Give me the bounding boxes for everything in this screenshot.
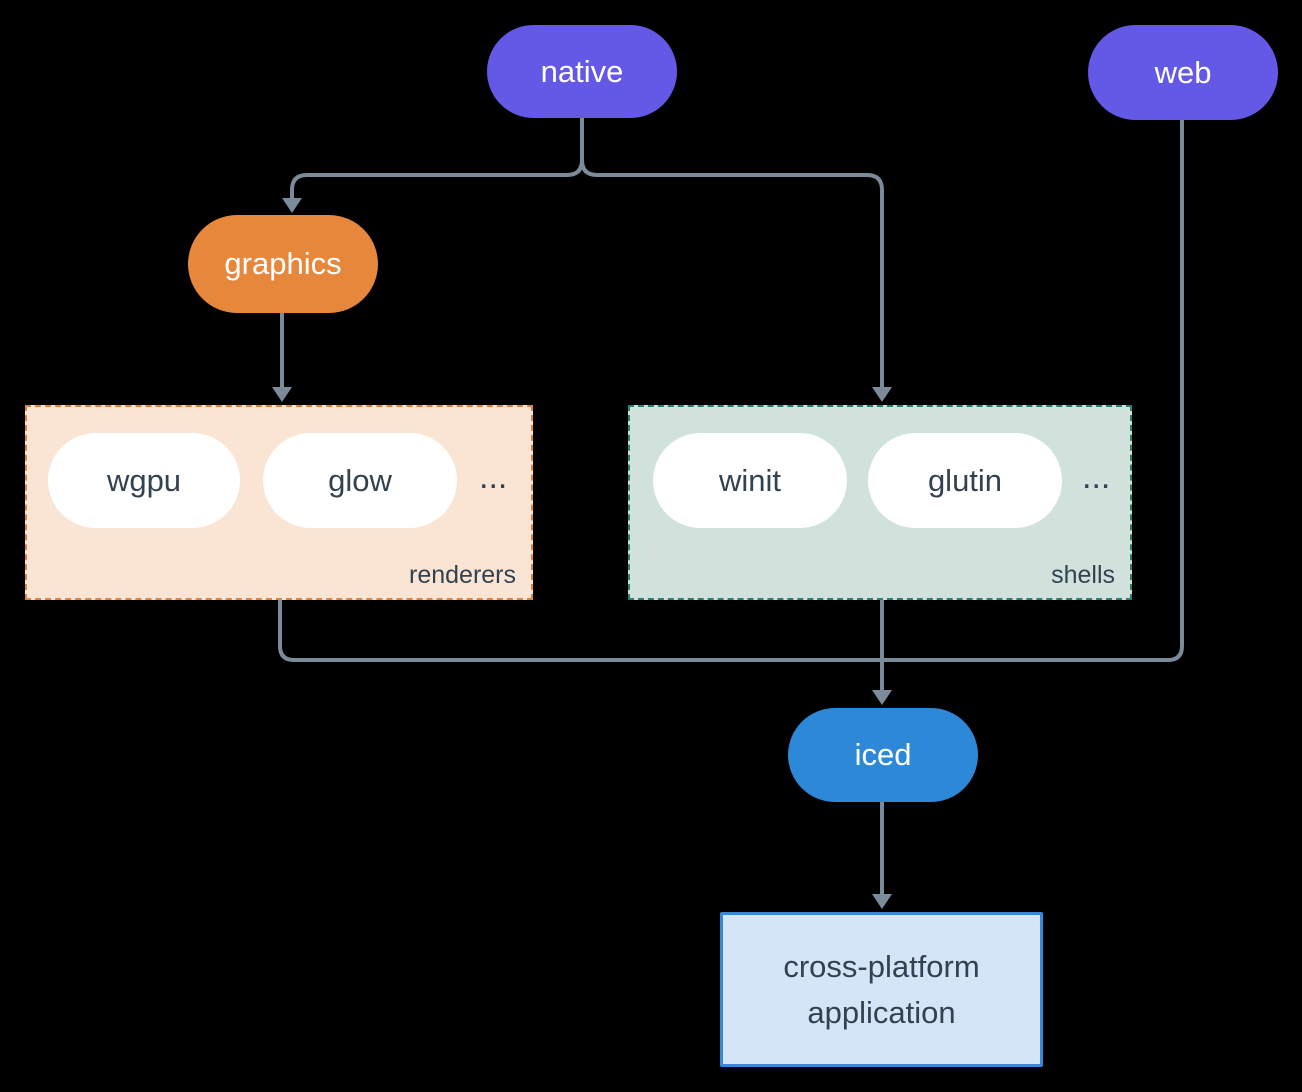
node-glow: glow: [263, 433, 457, 528]
group-shells: winit glutin ... shells: [628, 405, 1132, 600]
node-wgpu-label: wgpu: [106, 462, 182, 498]
node-iced: iced: [788, 708, 978, 802]
group-renderers: wgpu glow ... renderers: [25, 405, 533, 600]
node-glutin: glutin: [868, 433, 1062, 528]
arrowhead-iced: [872, 690, 892, 705]
renderers-group-label: renderers: [409, 561, 516, 589]
renderers-ellipsis: ...: [479, 458, 508, 496]
node-winit-label: winit: [718, 462, 781, 498]
node-graphics-label: graphics: [224, 246, 342, 281]
edge-native-to-shells: [580, 118, 884, 388]
node-glutin-label: glutin: [927, 462, 1003, 498]
node-graphics: graphics: [188, 215, 378, 313]
node-native-label: native: [540, 53, 624, 89]
arrowhead-renderers: [272, 387, 292, 402]
shells-ellipsis: ...: [1082, 458, 1111, 496]
application-label-line2: application: [807, 994, 956, 1030]
application-label-line1: cross-platform: [783, 948, 980, 984]
node-iced-label: iced: [854, 737, 912, 772]
node-wgpu: wgpu: [48, 433, 240, 528]
shells-group-label: shells: [1051, 561, 1115, 589]
node-native: native: [487, 25, 677, 118]
node-web-label: web: [1154, 54, 1212, 90]
edge-renderers-to-merge: [278, 600, 882, 662]
arrowhead-graphics: [282, 198, 302, 213]
edge-native-to-graphics: [290, 118, 584, 199]
arrowhead-application: [872, 894, 892, 909]
node-cross-platform-application: cross-platform application: [720, 912, 1043, 1067]
arrowhead-shells: [872, 387, 892, 402]
node-winit: winit: [653, 433, 847, 528]
node-web: web: [1088, 25, 1278, 120]
node-glow-label: glow: [328, 462, 392, 498]
